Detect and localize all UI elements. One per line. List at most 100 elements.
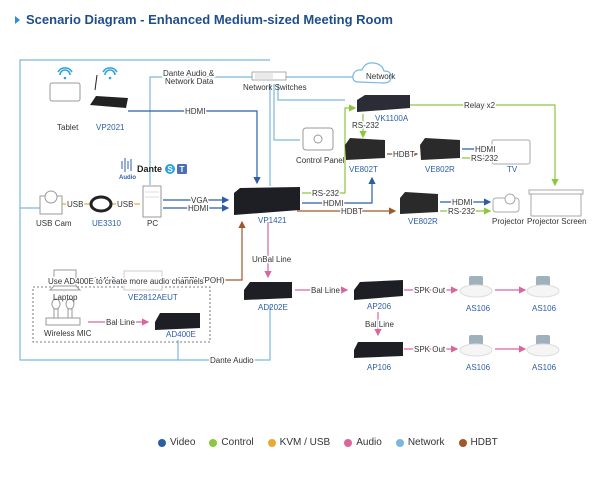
as106-speaker-4[interactable] bbox=[526, 335, 560, 357]
legend-item-audio: Audio bbox=[344, 437, 382, 448]
vp1421-device[interactable] bbox=[234, 187, 300, 215]
network-switch-device[interactable] bbox=[251, 71, 287, 81]
label-ad202e: AD202E bbox=[258, 303, 288, 312]
link-label-unbal-line: UnBal Line bbox=[252, 255, 292, 264]
as106-speaker-1[interactable] bbox=[459, 276, 493, 298]
legend-dot-icon bbox=[344, 438, 353, 447]
ve802r-tv-device[interactable] bbox=[420, 138, 460, 160]
ve2812aeut-device[interactable] bbox=[123, 270, 163, 291]
tablet-device[interactable] bbox=[49, 67, 81, 102]
legend-item-network: Network bbox=[395, 437, 445, 448]
label-ve802r-tv: VE802R bbox=[425, 165, 455, 174]
bullet-triangle-icon bbox=[15, 15, 20, 24]
link-label-vga: VGA bbox=[191, 196, 209, 205]
rs232-vp1421-to-vk1100a bbox=[302, 104, 357, 194]
link-label-dante-audio: Dante Audio bbox=[210, 356, 254, 365]
label-vp2021: VP2021 bbox=[96, 123, 125, 132]
legend-label: Audio bbox=[356, 437, 382, 448]
usb-cam-device[interactable] bbox=[39, 190, 63, 215]
legend-item-control: Control bbox=[209, 437, 254, 448]
legend-label: HDBT bbox=[470, 437, 498, 448]
label-wireless-mic: Wireless MIC bbox=[44, 329, 92, 338]
control-panel-device[interactable] bbox=[302, 127, 334, 151]
tv-device[interactable] bbox=[491, 139, 531, 165]
link-label-hdmi-tv: HDMI bbox=[475, 145, 495, 154]
network-switch-to-vk bbox=[277, 84, 345, 101]
link-label-hdmi-proj: HDMI bbox=[452, 198, 472, 207]
link-label-dante-network-2: Network Data bbox=[165, 77, 214, 86]
link-label-hdbt-poh: HDBT (POH) bbox=[178, 276, 225, 285]
pc-badges: Audio Dante S T bbox=[119, 158, 187, 181]
wifi-icon bbox=[57, 67, 73, 76]
label-as106-1: AS106 bbox=[466, 304, 491, 313]
label-ap206: AP206 bbox=[367, 302, 392, 311]
vk1100a-device[interactable] bbox=[357, 95, 410, 112]
label-laptop: Laptop bbox=[53, 293, 78, 302]
legend-item-hdbt: HDBT bbox=[458, 437, 498, 448]
hdmi-vp1421-to-ve802t bbox=[302, 176, 376, 204]
link-label-hdbt-ve802: HDBT bbox=[393, 150, 415, 159]
wireless-mic-device[interactable] bbox=[45, 298, 81, 326]
link-label-rs232-proj: RS-232 bbox=[448, 207, 476, 216]
label-ve802t: VE802T bbox=[349, 165, 378, 174]
link-label-hdmi-vp2021: HDMI bbox=[185, 107, 205, 116]
link-label-relay: Relay x2 bbox=[464, 101, 496, 110]
label-ue3310: UE3310 bbox=[92, 219, 121, 228]
label-pc: PC bbox=[147, 219, 158, 228]
hdbt-ve2812-to-vp1421 bbox=[165, 220, 246, 281]
teams-icon bbox=[177, 164, 187, 174]
title-text: Scenario Diagram - Enhanced Medium-sized… bbox=[26, 12, 393, 27]
label-control-panel: Control Panel bbox=[296, 156, 345, 165]
link-label-bal-line-mic: Bal Line bbox=[106, 318, 135, 327]
label-as106-2: AS106 bbox=[532, 304, 557, 313]
ad400e-group-box bbox=[32, 286, 211, 343]
link-label-bal-line-ad202e: Bal Line bbox=[311, 286, 340, 295]
control-links bbox=[302, 104, 559, 215]
link-label-usb-2: USB bbox=[117, 200, 133, 209]
legend-label: Video bbox=[170, 437, 196, 448]
link-label-rs232-tv: RS-232 bbox=[471, 154, 499, 163]
legend-dot-icon bbox=[395, 438, 404, 447]
link-label-usb-1: USB bbox=[67, 200, 83, 209]
ap206-device[interactable] bbox=[354, 280, 403, 300]
as106-speaker-2[interactable] bbox=[526, 276, 560, 298]
audio-wave-icon bbox=[121, 158, 132, 172]
link-label-rs232-vk: RS-232 bbox=[352, 121, 380, 130]
legend-dot-icon bbox=[209, 438, 218, 447]
ad202e-device[interactable] bbox=[244, 282, 292, 300]
svg-text:S: S bbox=[168, 165, 174, 174]
ve802t-device[interactable] bbox=[345, 138, 385, 160]
label-as106-3: AS106 bbox=[466, 363, 491, 372]
label-network: Network bbox=[366, 72, 396, 81]
legend-label: Network bbox=[407, 437, 445, 448]
vp2021-device[interactable] bbox=[90, 67, 128, 108]
pc-device[interactable] bbox=[142, 185, 162, 218]
projector-screen-device[interactable] bbox=[528, 189, 584, 217]
as106-speaker-3[interactable] bbox=[459, 335, 493, 357]
dante-badge-label: Dante bbox=[137, 164, 162, 174]
ad400e-note: Use AD400E to create more audio channels bbox=[48, 277, 204, 286]
label-ap106: AP106 bbox=[367, 363, 392, 372]
link-label-spk-out-1: SPK Out bbox=[414, 286, 446, 295]
label-vp1421: VP1421 bbox=[258, 216, 287, 225]
legend-dot-icon bbox=[267, 438, 276, 447]
ve802r-projector-device[interactable] bbox=[400, 192, 438, 214]
video-links bbox=[78, 110, 492, 284]
link-label-spk-out-2: SPK Out bbox=[414, 345, 446, 354]
projector-device[interactable] bbox=[492, 193, 520, 213]
ue3310-device[interactable] bbox=[89, 195, 113, 213]
network-switch-to-panel bbox=[273, 84, 300, 141]
svg-text:T: T bbox=[180, 165, 185, 174]
network-links bbox=[19, 59, 355, 361]
laptop-device[interactable] bbox=[48, 269, 82, 291]
label-ve802r-projector: VE802R bbox=[408, 217, 438, 226]
label-ad400e: AD400E bbox=[166, 330, 196, 339]
skype-icon bbox=[165, 164, 175, 174]
legend-dot-icon bbox=[158, 438, 166, 447]
ad400e-device[interactable] bbox=[155, 313, 200, 330]
ap106-device[interactable] bbox=[354, 342, 403, 358]
label-ve2812aeut: VE2812AEUT bbox=[128, 293, 178, 302]
label-network-switches: Network Switches bbox=[243, 83, 307, 92]
